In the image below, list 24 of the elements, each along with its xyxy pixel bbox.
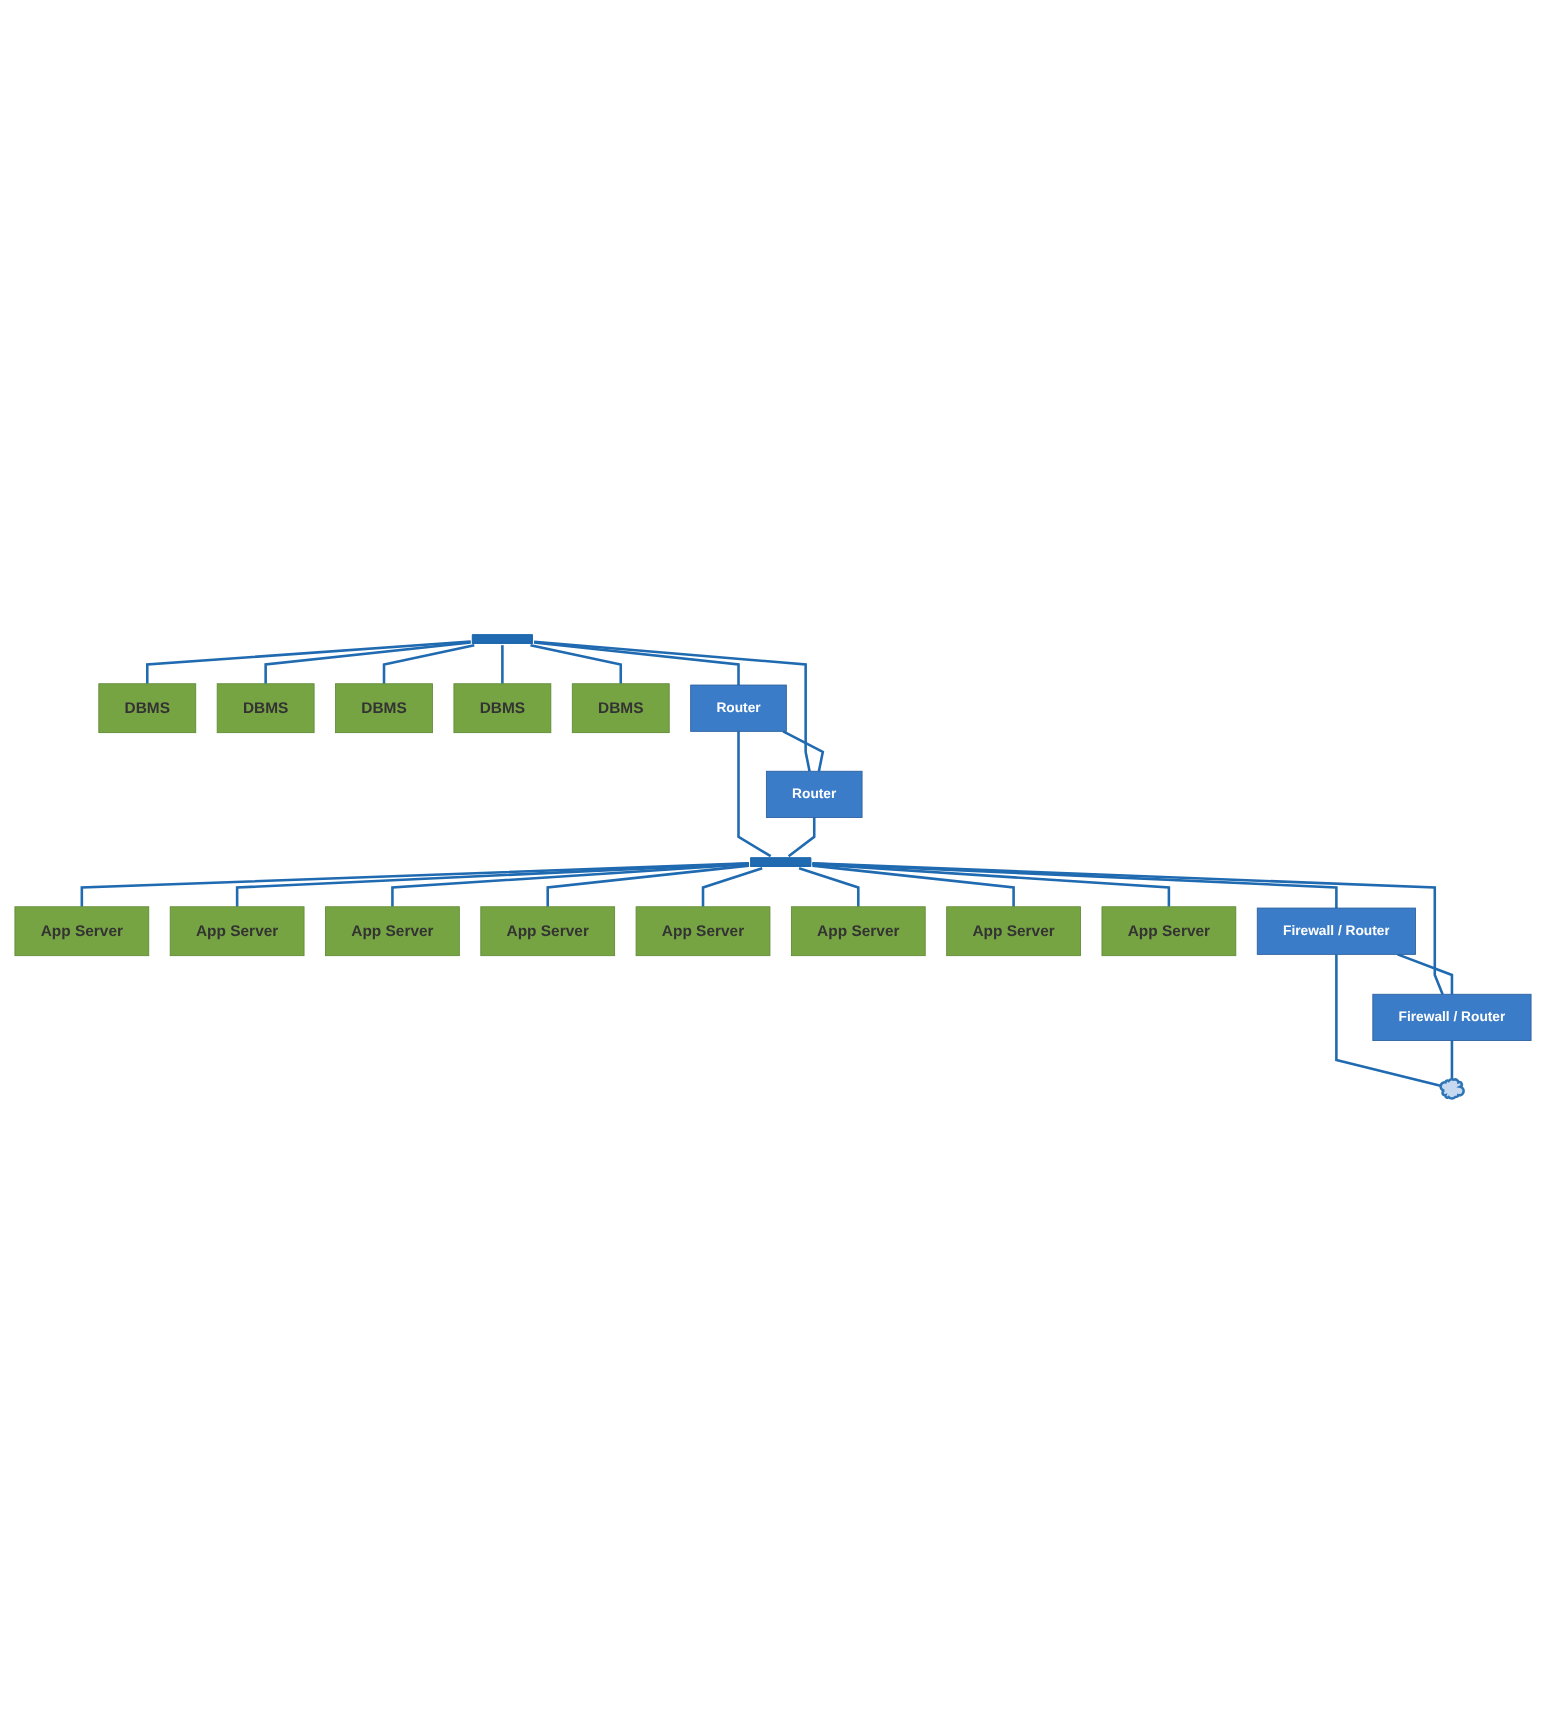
connector (798, 867, 860, 908)
connector (382, 644, 475, 685)
connector (812, 862, 1338, 909)
connector (812, 864, 1015, 908)
connector (812, 863, 1171, 908)
connector (701, 867, 763, 908)
connector (737, 731, 772, 858)
connector (787, 817, 816, 858)
connector (546, 864, 750, 908)
connector (1397, 953, 1454, 995)
node-cloud (1439, 1078, 1465, 1101)
connector (235, 862, 749, 908)
connector (1450, 1040, 1454, 1080)
connector (530, 644, 623, 685)
connector (812, 862, 1444, 996)
connector (782, 730, 825, 772)
connector (146, 640, 471, 685)
connector (80, 862, 749, 908)
connector (501, 645, 504, 685)
connector (534, 640, 811, 772)
connector (534, 641, 740, 686)
connector (264, 641, 471, 685)
connector (391, 863, 749, 908)
connector (1335, 954, 1441, 1088)
